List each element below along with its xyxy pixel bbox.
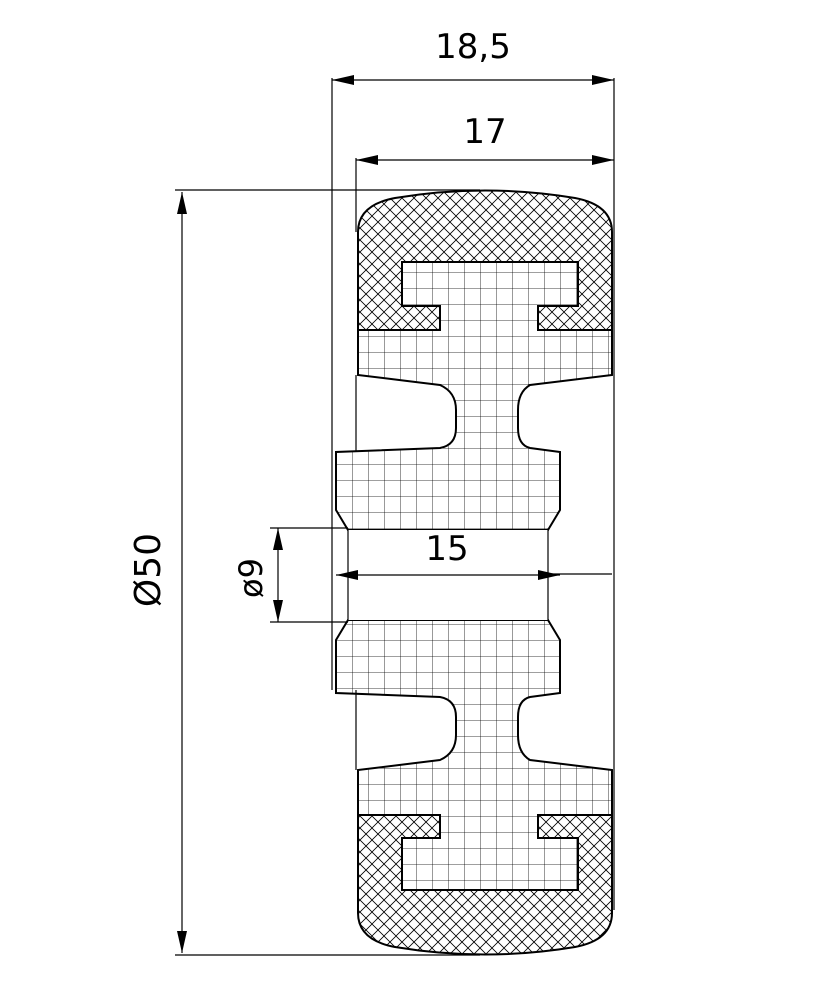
extension-lines: [175, 78, 615, 956]
overall-width-label: 18,5: [435, 27, 511, 67]
dimension-overall-width: 18,5: [332, 27, 614, 85]
dimension-bore-length: 15: [336, 529, 560, 580]
bore-length-label: 15: [425, 529, 468, 569]
dimension-bore-diameter: ø9: [232, 528, 283, 622]
tread-width-label: 17: [463, 112, 506, 152]
outer-diameter-label: Ø50: [128, 533, 169, 607]
bore-diameter-label: ø9: [232, 558, 270, 598]
dimension-tread-width: 17: [356, 112, 614, 165]
dimension-outer-diameter: Ø50: [128, 192, 187, 953]
